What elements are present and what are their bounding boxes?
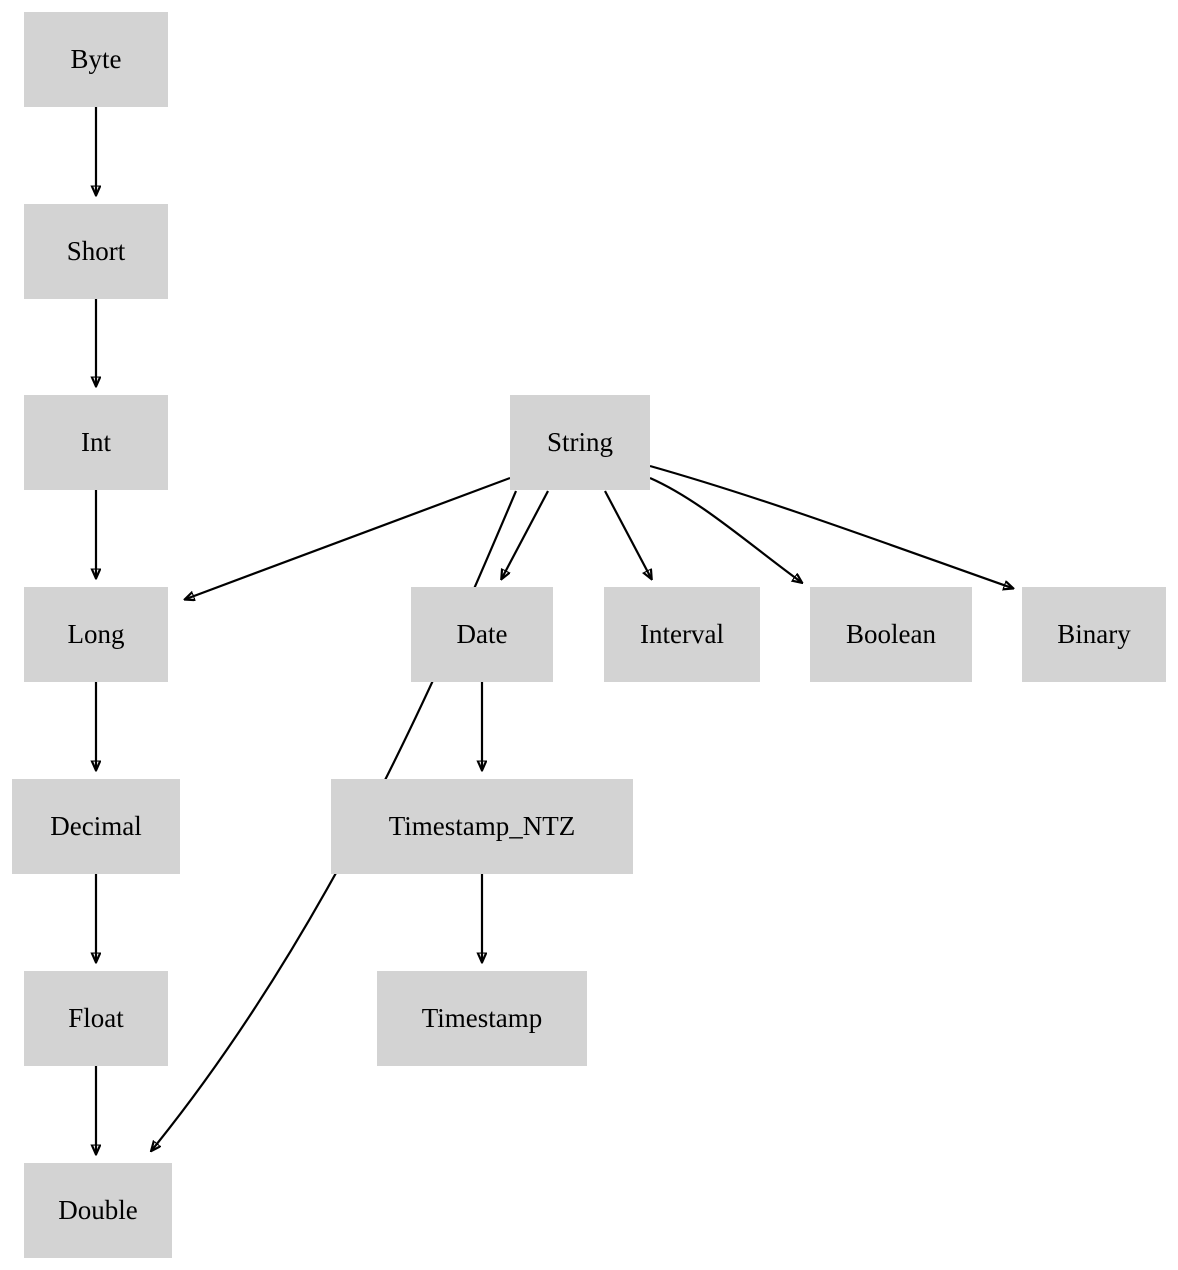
node-timestamp-ntz: Timestamp_NTZ	[331, 779, 633, 874]
node-decimal: Decimal	[12, 779, 180, 874]
node-int: Int	[24, 395, 168, 490]
node-byte: Byte	[24, 12, 168, 107]
edge-string-interval	[604, 490, 651, 578]
node-float: Float	[24, 971, 168, 1066]
node-long: Long	[24, 587, 168, 682]
edge-string-date	[502, 490, 549, 578]
node-date: Date	[411, 587, 553, 682]
node-string: String	[510, 395, 650, 490]
node-timestamp: Timestamp	[377, 971, 587, 1066]
node-binary: Binary	[1022, 587, 1166, 682]
edge-string-long	[186, 476, 511, 599]
edge-string-binary	[649, 464, 1012, 588]
node-boolean: Boolean	[810, 587, 972, 682]
node-interval: Interval	[604, 587, 760, 682]
node-short: Short	[24, 204, 168, 299]
node-double: Double	[24, 1163, 172, 1258]
edge-string-boolean	[649, 476, 801, 582]
